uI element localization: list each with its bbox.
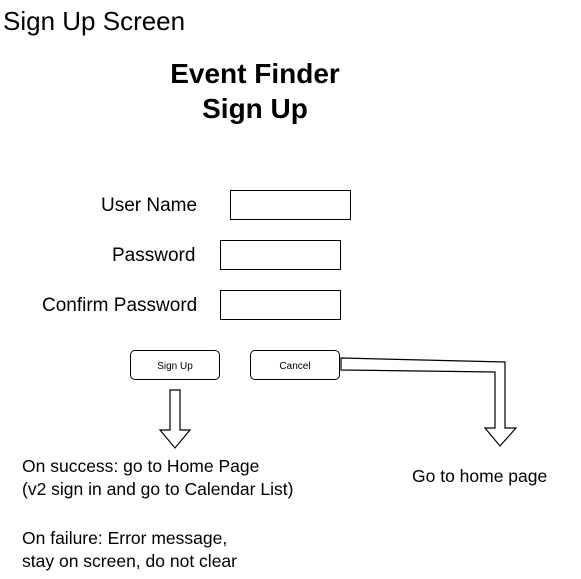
- success-note: On success: go to Home Page (v2 sign in …: [22, 455, 293, 500]
- bent-arrow-right-down-icon: [340, 357, 518, 447]
- failure-note: On failure: Error message, stay on scree…: [22, 527, 237, 572]
- failure-note-line-1: On failure: Error message,: [22, 528, 228, 548]
- confirm-password-field[interactable]: [220, 290, 341, 320]
- cancel-note: Go to home page: [412, 466, 548, 486]
- success-note-line-2: (v2 sign in and go to Calendar List): [22, 478, 294, 499]
- failure-note-line-2: stay on screen, do not clear: [22, 550, 237, 571]
- success-note-line-1: On success: go to Home Page: [22, 456, 260, 476]
- page-title: Event Finder Sign Up: [120, 56, 390, 126]
- screen-title: Sign Up Screen: [3, 6, 186, 36]
- arrow-down-icon: [158, 389, 192, 449]
- app-title-line-2: Sign Up: [202, 93, 308, 124]
- password-field[interactable]: [220, 240, 341, 270]
- username-label: User Name: [101, 195, 198, 216]
- cancel-button[interactable]: Cancel: [250, 350, 340, 380]
- password-label: Password: [112, 245, 196, 266]
- sign-up-button[interactable]: Sign Up: [130, 350, 220, 380]
- username-field[interactable]: [230, 190, 351, 220]
- confirm-password-label: Confirm Password: [42, 295, 198, 316]
- app-title-line-1: Event Finder: [170, 58, 340, 89]
